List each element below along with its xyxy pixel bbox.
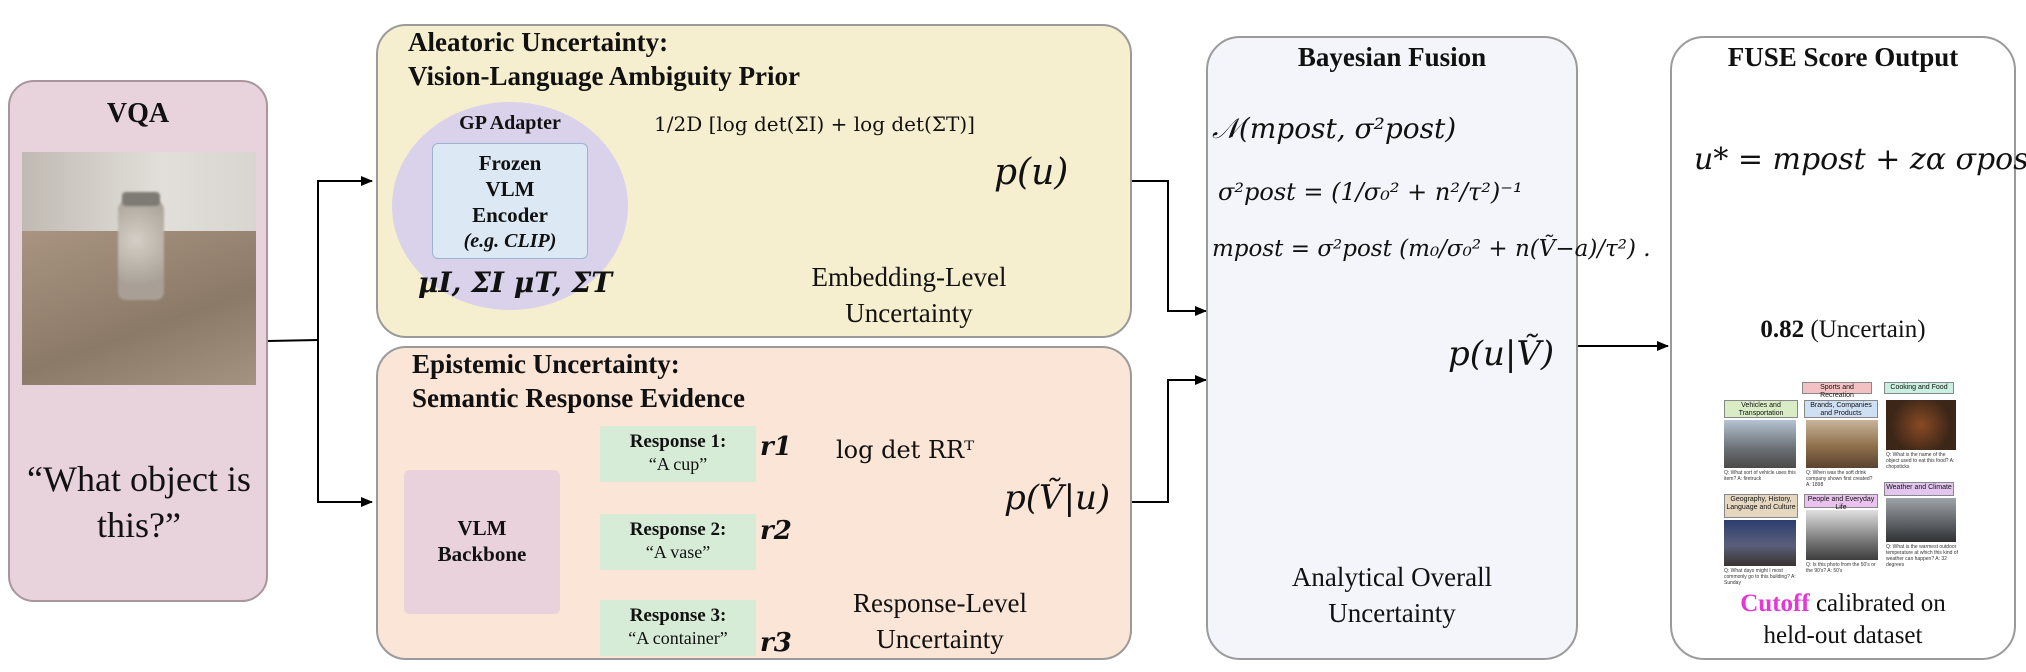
response-var-1: r1 (760, 432, 792, 462)
score-readout: 0.82 (Uncertain) (1670, 316, 2016, 344)
fusion-title: Bayesian Fusion (1297, 42, 1487, 72)
response-3-box: Response 3: “A container” (600, 600, 756, 656)
fusion-panel (1206, 36, 1578, 660)
cutoff-rest: calibrated on (1815, 590, 1946, 617)
fusion-caption-line1: Analytical Overall (1291, 562, 1493, 592)
fusion-caption-line2: Uncertainty (1328, 598, 1456, 628)
frozen-encoder-box (432, 143, 588, 259)
aleatoric-title-line1: Aleatoric Uncertainty: (408, 27, 669, 57)
posterior-distribution-label: p(u|Ṽ) (1448, 334, 1555, 374)
embedding-caption-line1: Embedding-Level (811, 262, 1007, 292)
cutoff-caption-line1: Cutoff calibrated on (1670, 590, 2016, 618)
vqa-image (22, 152, 256, 385)
response-1-label: Response 1: (629, 431, 727, 452)
response-2-label: Response 2: (629, 519, 727, 540)
output-title: FUSE Score Output (1727, 42, 1959, 72)
epistemic-title-line2: Semantic Response Evidence (412, 383, 745, 413)
response-var-3: r3 (760, 628, 792, 658)
response-var-2: r2 (760, 516, 792, 546)
category-tag: Brands, Companies and Products (1804, 400, 1878, 418)
embedding-caption-line2: Uncertainty (845, 298, 973, 328)
dataset-examples: Sports and Recreation Cooking and Food V… (1724, 382, 1964, 586)
category-tag: People and Everyday Life (1804, 494, 1878, 511)
thumbnail-caption: Q: What days might I most commonly go to… (1724, 568, 1796, 586)
thumbnail-caption: Q: Is this photo from the 50's or the 90… (1806, 562, 1876, 574)
response-caption-line1: Response-Level (853, 588, 1027, 618)
thumbnail-image (1806, 510, 1878, 560)
thumbnail-image (1724, 420, 1796, 468)
response-1-box: Response 1: “A cup” (600, 426, 756, 482)
thumbnail-caption: Q: What is the name of the object used t… (1886, 452, 1955, 470)
likelihood-label: p(Ṽ|u) (1004, 478, 1111, 518)
encoder-line-1: Frozen (478, 151, 542, 175)
cutoff-word: Cutoff (1740, 590, 1810, 617)
category-tag: Weather and Climate (1884, 482, 1954, 496)
vqa-question: “What object is this?” (27, 459, 251, 545)
thumbnail-image (1886, 498, 1956, 542)
response-1-text: “A cup” (648, 454, 708, 474)
thumbnail-image (1724, 520, 1796, 566)
thumbnail-caption: Q: What is the warmest outdoor temperatu… (1886, 544, 1958, 568)
encoder-line-3: Encoder (472, 203, 548, 227)
epistemic-title-line1: Epistemic Uncertainty: (412, 349, 680, 379)
posterior-mean-eq: mpost = σ²post (m₀/σ₀² + n(Ṽ−a)/τ²) . (1212, 236, 1651, 262)
logdet-rr-formula: log det RRᵀ (836, 436, 975, 464)
category-tag: Geography, History, Language and Culture (1724, 494, 1798, 518)
encoder-eg: (e.g. CLIP) (463, 230, 557, 252)
to-fusion-arrows (1130, 180, 1669, 503)
vqa-split-arrows (267, 176, 373, 507)
encoder-line-2: VLM (485, 177, 535, 201)
posterior-normal-eq: 𝒩(mpost, σ²post) (1212, 112, 1457, 145)
cutoff-caption-line2: held-out dataset (1763, 622, 1923, 649)
response-caption-line2: Uncertainty (876, 624, 1004, 654)
thumbnail-image (1886, 400, 1956, 450)
response-3-text: “A container” (628, 628, 728, 648)
backbone-line1: VLM (457, 516, 507, 540)
gp-parameters: μI, ΣI μT, ΣT (418, 266, 613, 299)
response-2-box: Response 2: “A vase” (600, 514, 756, 570)
category-tag: Vehicles and Transportation (1724, 400, 1798, 418)
vqa-title: VQA (106, 98, 170, 129)
category-tag: Sports and Recreation (1802, 382, 1872, 399)
score-value: 0.82 (1760, 316, 1805, 343)
logdet-formula: 1/2D [log det(ΣI) + log det(ΣT)] (654, 112, 975, 136)
aleatoric-title-line2: Vision-Language Ambiguity Prior (408, 61, 801, 91)
thumbnail-image (1806, 420, 1878, 468)
thumbnail-caption: Q: What sort of vehicle uses this item? … (1724, 470, 1796, 482)
backbone-line2: Backbone (437, 542, 527, 566)
response-3-label: Response 3: (629, 605, 727, 626)
score-label: (Uncertain) (1810, 316, 1926, 343)
posterior-variance-eq: σ²post = (1/σ₀² + n²/τ²)⁻¹ (1218, 178, 1523, 206)
jar-object (118, 200, 164, 300)
response-2-text: “A vase” (645, 542, 711, 562)
category-tag: Cooking and Food (1884, 382, 1954, 394)
prior-distribution-label: p(u) (994, 152, 1069, 193)
ustar-threshold-eq: u* = mpost + zα σpost (1694, 142, 2026, 177)
thumbnail-caption: Q: When was the soft drink company shown… (1806, 470, 1873, 488)
vlm-backbone-box (404, 470, 560, 614)
gp-adapter-label: GP Adapter (459, 112, 561, 134)
